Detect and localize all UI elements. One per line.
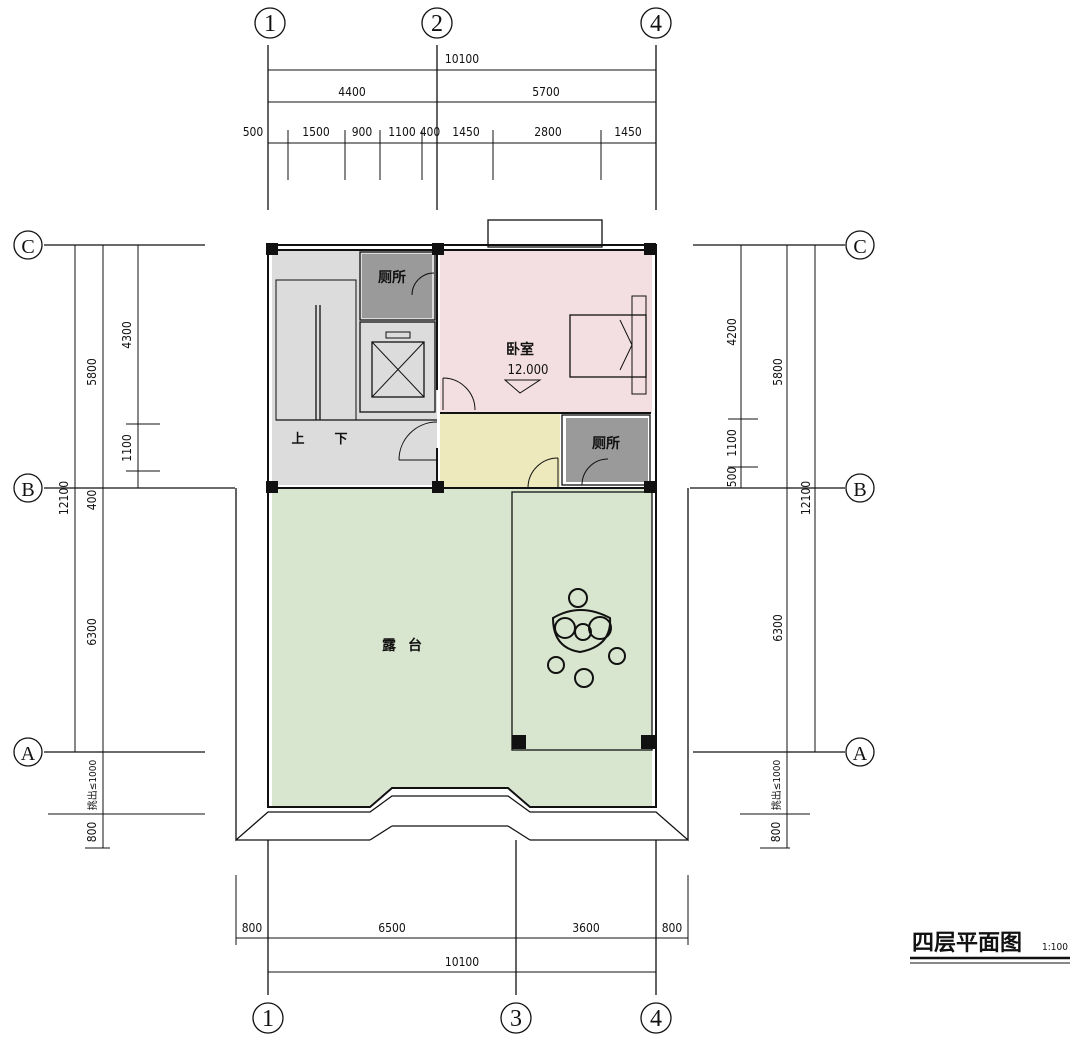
terrace-label: 露台 — [382, 637, 434, 654]
axis-bubble-left-b: B — [13, 473, 43, 503]
toilet-2-fill — [566, 418, 648, 482]
dim-right-overhang: 挑出≤1000 — [770, 760, 783, 811]
toilet-2-label: 厕所 — [592, 435, 620, 452]
bottom-dimensions: 800 6500 3600 800 10100 — [235, 840, 689, 995]
dim-right-1100: 1100 — [725, 429, 739, 457]
building-walls — [235, 219, 689, 842]
svg-text:3: 3 — [510, 1006, 522, 1032]
svg-text:A: A — [21, 743, 36, 765]
svg-text:1: 1 — [262, 1006, 274, 1032]
plant-icon — [547, 588, 626, 688]
dim-left-total: 12100 — [57, 481, 71, 515]
dim-left-400: 400 — [85, 490, 99, 511]
dim-right-4200: 4200 — [725, 318, 739, 346]
axis-bubble-right-a: A — [845, 737, 875, 767]
bedroom-label: 卧室 — [506, 341, 534, 358]
left-dimensions: 12100 5800 400 6300 4300 1100 挑出≤1000 80… — [44, 244, 235, 849]
svg-text:1: 1 — [264, 11, 276, 37]
axis-bubble-top-1: 1 — [254, 7, 286, 39]
axis-bubble-left-c: C — [13, 230, 43, 260]
svg-text:B: B — [21, 479, 34, 501]
dim-top-d4: 1100 — [388, 125, 416, 139]
dim-top-d8: 1450 — [614, 125, 642, 139]
dim-left-5800: 5800 — [85, 358, 99, 386]
axis-bubble-right-c: C — [845, 230, 875, 260]
dim-left-800: 800 — [85, 822, 99, 843]
dim-bottom-s4: 800 — [662, 921, 683, 935]
drawing-scale: 1:100 — [1042, 942, 1068, 953]
dim-right-total: 12100 — [799, 481, 813, 515]
drawing-title: 四层平面图 1:100 — [910, 931, 1070, 964]
dim-bottom-s3: 3600 — [572, 921, 600, 935]
dim-bottom-s1: 800 — [242, 921, 263, 935]
svg-text:B: B — [853, 479, 866, 501]
dim-right-5800: 5800 — [771, 358, 785, 386]
dim-right-500: 500 — [725, 467, 739, 488]
dim-left-overhang: 挑出≤1000 — [86, 760, 99, 811]
axis-bubble-left-a: A — [13, 737, 43, 767]
dim-top-total: 10100 — [445, 52, 479, 66]
dim-left-6300: 6300 — [85, 618, 99, 646]
bedroom-area — [440, 250, 652, 413]
axis-bubble-bottom-1: 1 — [252, 1002, 284, 1034]
toilet-1-fill — [362, 254, 432, 318]
dim-top-d1: 500 — [243, 125, 264, 139]
dim-top-sub-2: 5700 — [532, 85, 560, 99]
dim-right-6300: 6300 — [771, 614, 785, 642]
axis-bubble-bottom-4: 4 — [640, 1002, 672, 1034]
svg-text:C: C — [21, 236, 34, 258]
dim-left-4300: 4300 — [120, 321, 134, 349]
bedroom-level: 12.000 — [508, 363, 549, 378]
dim-top-d2: 1500 — [302, 125, 330, 139]
dim-top-sub-1: 4400 — [338, 85, 366, 99]
dim-top-d3: 900 — [352, 125, 373, 139]
dim-top-d6: 1450 — [452, 125, 480, 139]
dim-top-d7: 2800 — [534, 125, 562, 139]
terrace-area — [272, 488, 652, 807]
dim-bottom-total: 10100 — [445, 955, 479, 969]
dim-left-1100: 1100 — [120, 434, 134, 462]
stair-up-label: 上 — [291, 432, 304, 447]
svg-text:4: 4 — [650, 11, 662, 37]
top-dimensions: 10100 4400 5700 500 1500 900 1100 400 14… — [243, 45, 657, 210]
axis-bubble-top-4: 4 — [640, 7, 672, 39]
axis-bubble-bottom-3: 3 — [500, 1002, 532, 1034]
dim-bottom-s2: 6500 — [378, 921, 406, 935]
svg-text:C: C — [853, 236, 866, 258]
dim-top-d5: 400 — [420, 125, 441, 139]
stair-down-label: 下 — [334, 432, 347, 447]
toilet-1-label: 厕所 — [378, 269, 406, 286]
drawing-title-text: 四层平面图 — [912, 931, 1022, 956]
corridor-area — [440, 413, 560, 488]
right-dimensions: 12100 5800 6300 4200 1100 500 挑出≤1000 80… — [690, 244, 845, 849]
svg-text:2: 2 — [431, 11, 443, 37]
dim-right-800: 800 — [769, 822, 783, 843]
axis-bubble-top-2: 2 — [421, 7, 453, 39]
svg-text:A: A — [853, 743, 868, 765]
axis-bubble-right-b: B — [845, 473, 875, 503]
svg-text:4: 4 — [650, 1006, 662, 1032]
